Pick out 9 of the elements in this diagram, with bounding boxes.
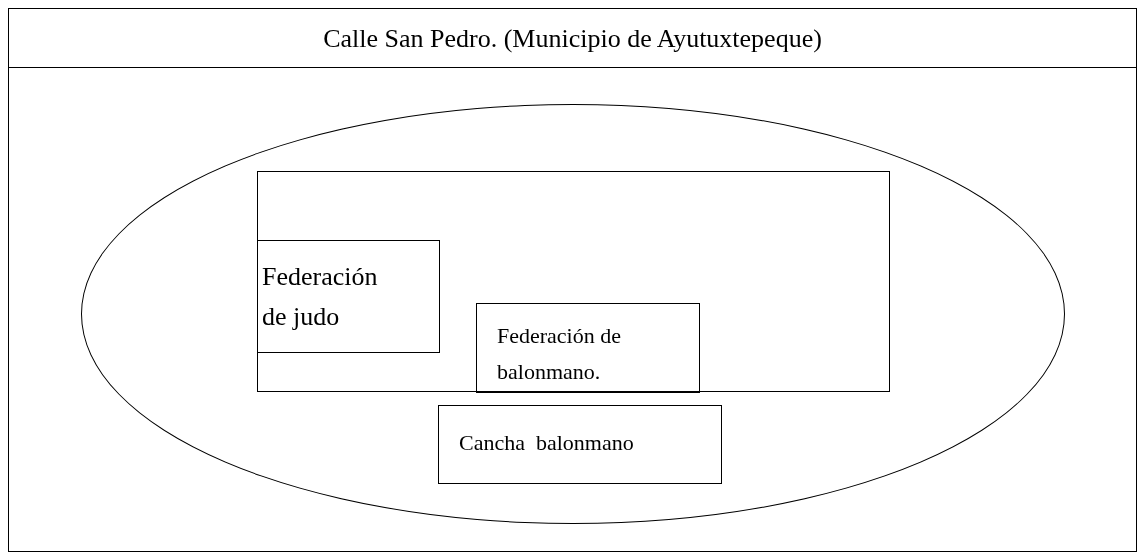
room-box [257, 240, 440, 353]
room-label: Federación de judo [262, 261, 379, 333]
street-label: Calle San Pedro. (Municipio de Ayutuxtepeque) [9, 9, 1136, 68]
field-box [438, 405, 722, 484]
site-plan-frame [8, 8, 1137, 552]
building-outline [257, 171, 890, 392]
room-box [476, 303, 700, 393]
field-label: Cancha balonmano [459, 429, 635, 457]
room-label: Federación de balonmano. [497, 322, 622, 386]
